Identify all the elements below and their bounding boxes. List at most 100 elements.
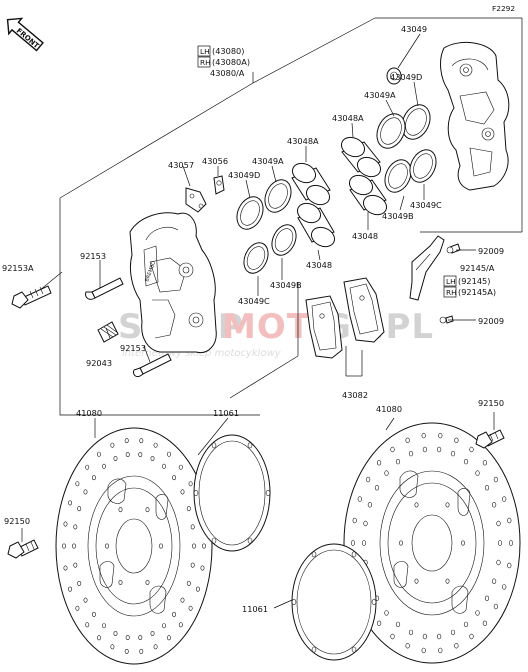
disc-drill-hole (421, 647, 426, 654)
disc-drill-hole (395, 621, 401, 628)
disc-drill-hole (62, 543, 66, 549)
disc-drill-hole (167, 635, 171, 641)
disc-mount-hole (461, 540, 465, 546)
label-92150-left: 92150 (4, 516, 30, 526)
seal-43049d-left (236, 196, 264, 230)
disc-mount-hole (105, 543, 109, 549)
disc-drill-hole (405, 437, 410, 443)
label-43080-lh: (43080) (212, 46, 244, 56)
disc-drill-hole (352, 517, 357, 524)
seal-43049b-right (384, 159, 412, 193)
disc-drill-hole (422, 446, 428, 453)
brake-pad-rear (343, 277, 385, 343)
gasket-bolt-hole (351, 551, 357, 558)
disc-drill-hole (438, 432, 443, 439)
disc-drill-hole (475, 470, 480, 476)
disc-drill-hole (180, 489, 185, 495)
disc-drill-hole (124, 438, 129, 444)
gasket-bolt-hole (247, 537, 253, 544)
gasket-bolt-hole (291, 599, 297, 605)
label-92153-upper: 92153 (80, 251, 106, 261)
disc-drill-hole (63, 521, 68, 527)
disc-drill-hole (377, 460, 382, 466)
disc-drill-hole (469, 633, 474, 640)
disc-drill-hole (75, 605, 80, 611)
front-arrow-icon: FRONT (6, 17, 44, 52)
disc-drill-hole (178, 464, 183, 470)
lh-box-43080 (197, 45, 211, 57)
gasket-bolt-hole (211, 537, 217, 544)
disc-drill-hole (150, 630, 155, 636)
seal-43049a-left (264, 179, 292, 213)
disc-drill-hole (422, 633, 428, 640)
lh-box-92145 (443, 275, 457, 287)
disc-drill-hole (484, 485, 490, 491)
label-92145-a: 92145/A (460, 263, 495, 273)
disc-mount-hole (445, 578, 450, 584)
disc-drill-hole (408, 450, 414, 457)
label-43049a-left: 43049A (252, 156, 284, 166)
watermark-tagline: internetowy sklep motocyklowy (122, 348, 282, 359)
disc-drill-hole (438, 647, 443, 654)
disc-drill-hole (496, 520, 501, 527)
disc-drill-hole (77, 506, 82, 512)
disc-drill-hole (72, 543, 76, 549)
disc-drill-hole (502, 496, 507, 502)
label-43082: 43082 (342, 390, 368, 400)
gasket-bolt-hole (265, 490, 271, 496)
disc-drill-hole (482, 620, 488, 626)
disc-drill-hole (350, 540, 356, 546)
disc-mount-hole (145, 579, 150, 585)
brake-pad-front (305, 295, 343, 359)
disc-drill-hole (482, 460, 488, 466)
label-92145-lh: (92145) (458, 276, 490, 286)
disc-drill-hole (450, 629, 456, 636)
label-43049-top: 43049 (401, 24, 427, 34)
disc-drill-hole (384, 470, 389, 476)
seal-43049 (386, 67, 402, 85)
disc-drill-hole (102, 463, 106, 469)
disc-drill-hole (150, 455, 155, 461)
label-43057: 43057 (168, 160, 194, 170)
disc-mount-hole (118, 579, 123, 585)
label-43049d-right: 43049D (390, 72, 422, 82)
disc-drill-hole (367, 502, 373, 508)
disc-drill-hole (188, 605, 193, 611)
rh-box-43080 (197, 56, 211, 68)
disc-drill-hole (366, 476, 371, 483)
disc-bolt-right (475, 429, 505, 449)
caliper-assembly-box (59, 17, 523, 416)
disc-drill-hole (195, 586, 200, 592)
leader-lines (21, 33, 495, 609)
screw-92009-bottom (439, 315, 454, 324)
seal-43049a-right (376, 113, 406, 149)
bolt-92153a (11, 285, 52, 309)
disc-drill-hole (390, 446, 395, 453)
disc-drill-hole (113, 455, 118, 461)
label-92145-rh: (92145A) (458, 287, 496, 297)
disc-drill-hole (73, 562, 78, 568)
brake-disc-left (55, 427, 213, 665)
disc-drill-hole (395, 458, 401, 465)
gasket-bolt-hole (311, 551, 317, 558)
piston-43048-left (296, 202, 336, 248)
label-92009-bottom: 92009 (478, 316, 504, 326)
gasket-bolt-hole (311, 646, 317, 653)
disc-drill-hole (492, 578, 497, 584)
disc-drill-hole (496, 559, 501, 566)
piston-43048-right (348, 174, 388, 216)
disc-drill-hole (493, 476, 499, 483)
disc-drill-hole (463, 621, 469, 628)
label-43080-rh-side: RH (200, 58, 211, 67)
label-43080-lh-side: LH (200, 47, 210, 56)
label-92043: 92043 (86, 358, 112, 368)
disc-drill-hole (190, 562, 195, 568)
label-43056: 43056 (202, 156, 228, 166)
caliper-bolt-upper (85, 277, 124, 300)
disc-drill-hole (484, 595, 490, 601)
label-41080-right: 41080 (376, 404, 402, 414)
disc-drill-hole (502, 584, 507, 590)
disc-drill-hole (492, 502, 497, 508)
disc-drill-hole (497, 540, 503, 546)
label-92009-top: 92009 (478, 246, 504, 256)
